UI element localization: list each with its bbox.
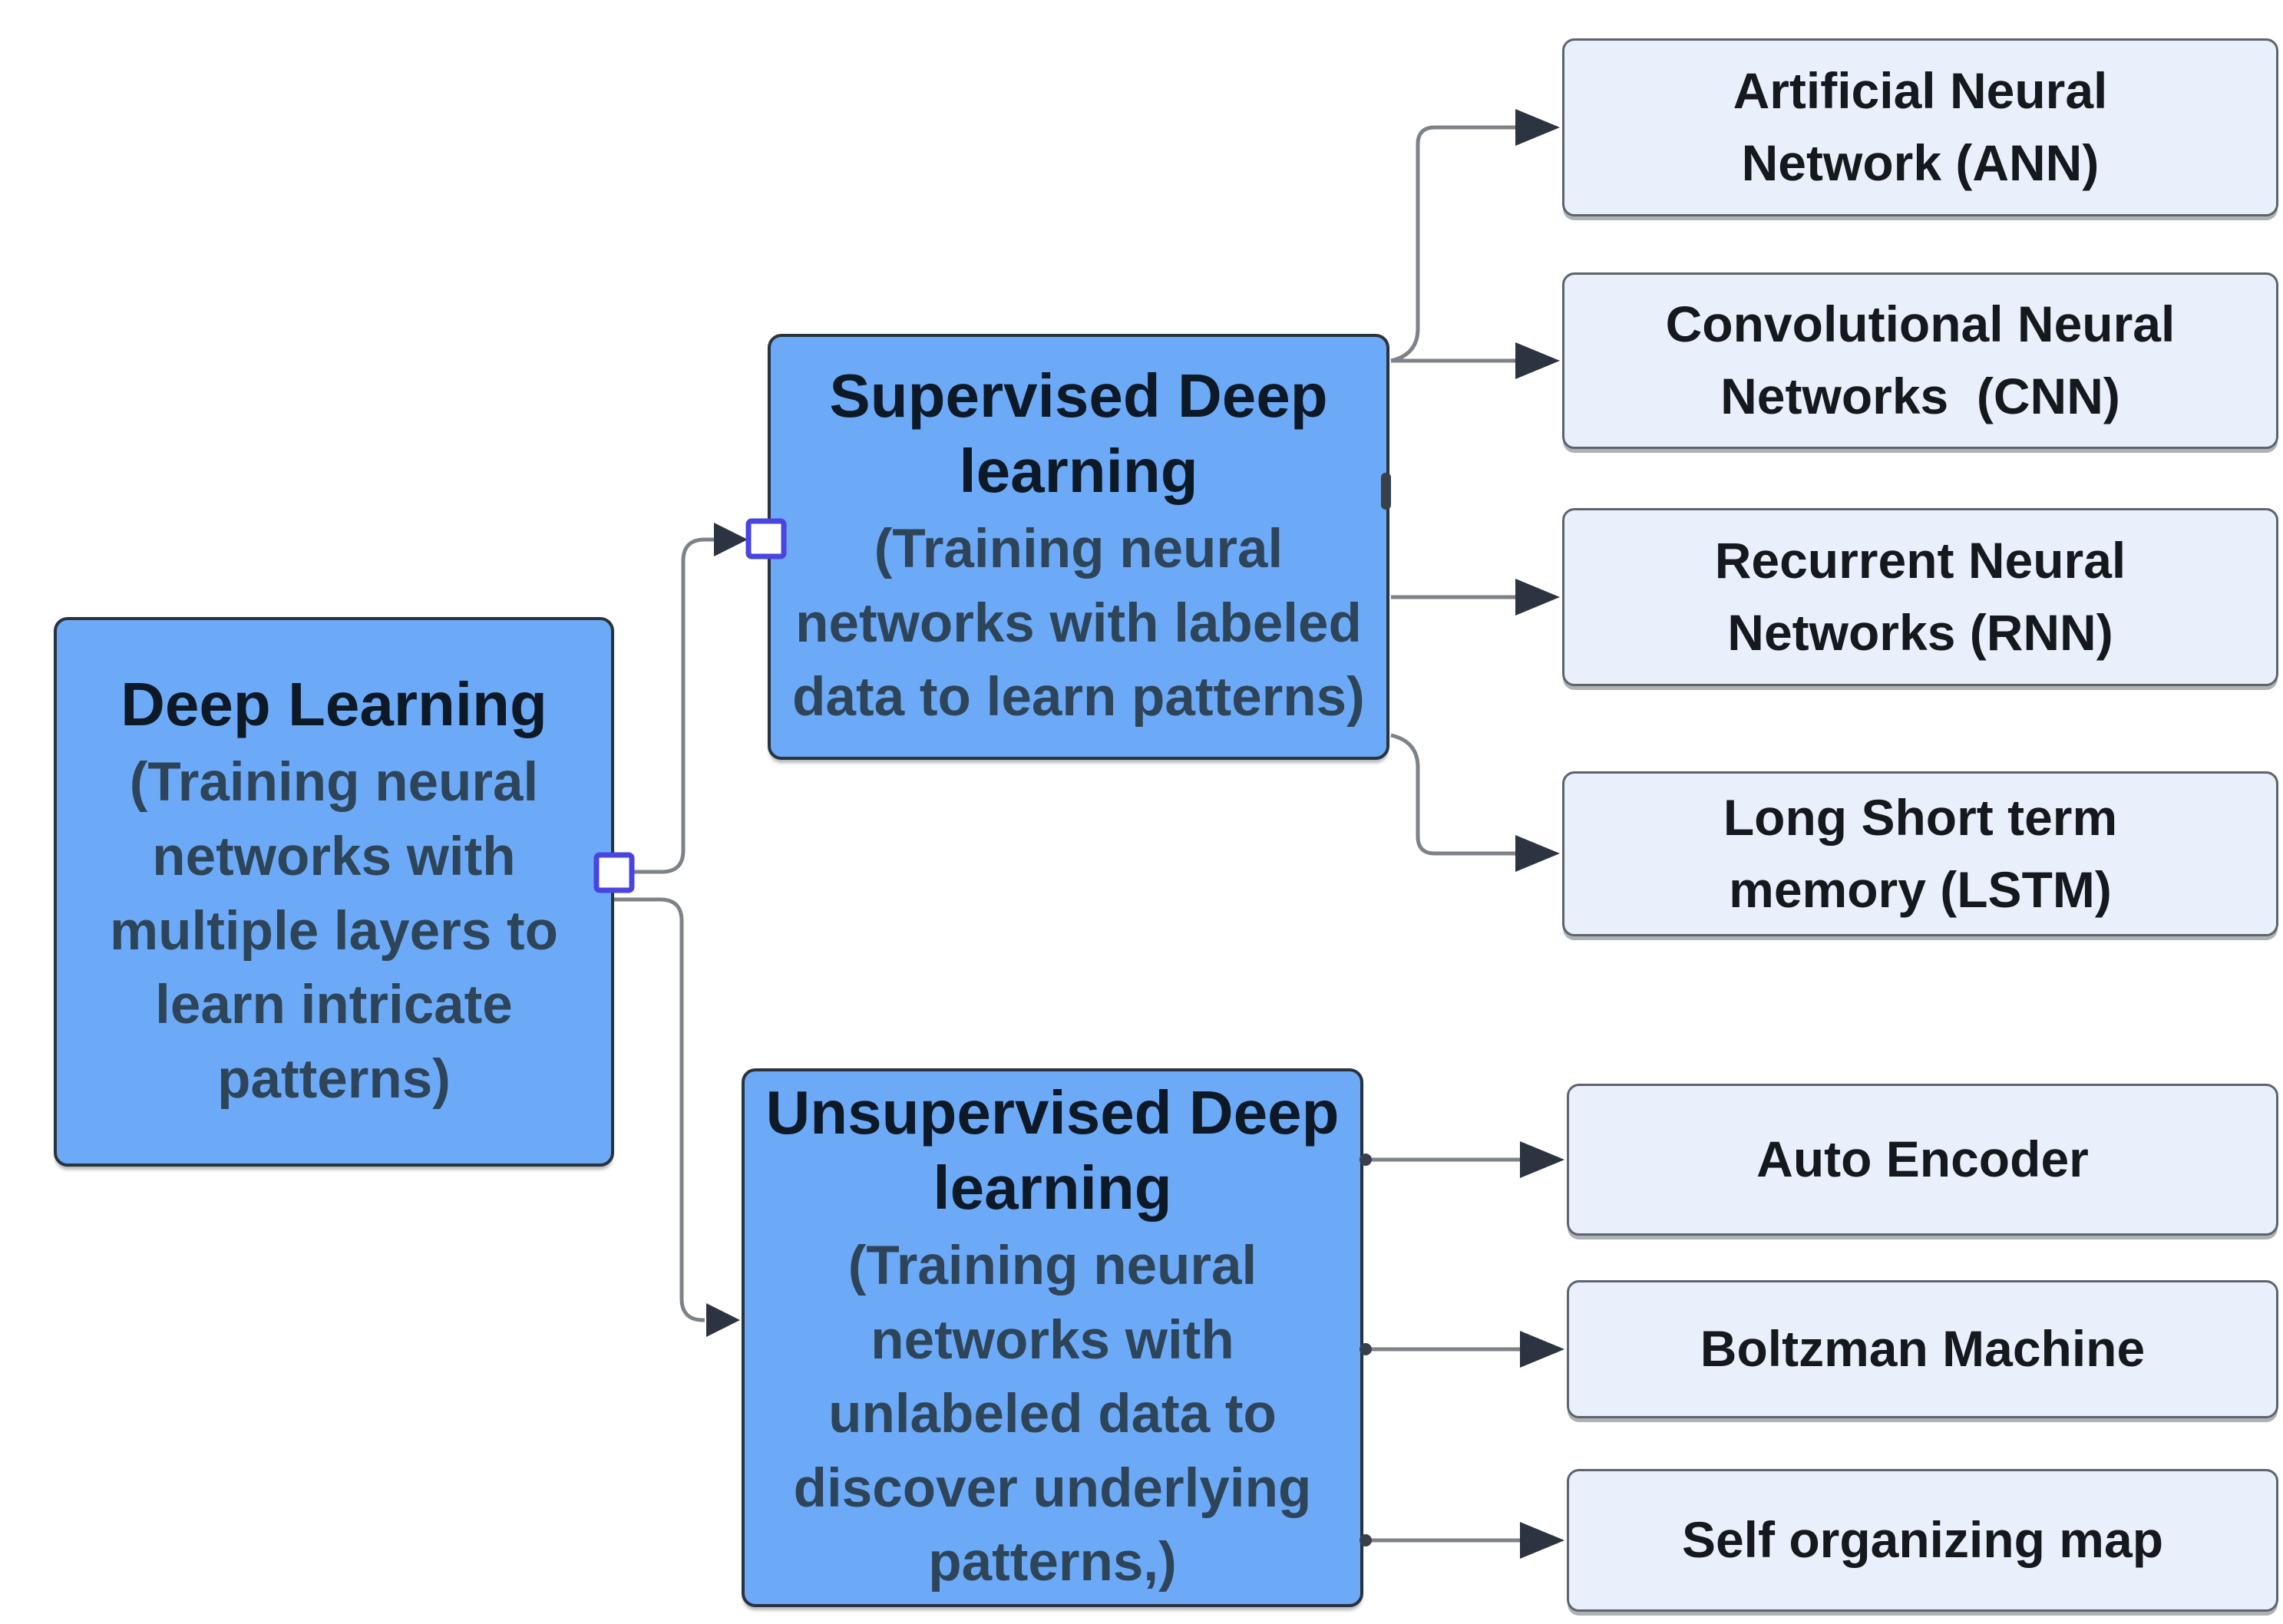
node-description: (Training neural networks with multiple … xyxy=(110,752,558,1110)
node-description: (Training neural networks with unlabeled… xyxy=(793,1236,1312,1593)
arrowhead-lstm xyxy=(1515,835,1560,872)
connector-deep-to-unsupervised[interactable] xyxy=(614,897,705,1322)
connector-supervised-to-lstm[interactable] xyxy=(1390,733,1515,856)
arrowhead-rnn xyxy=(1515,579,1560,616)
node-cnn[interactable]: Convolutional Neural Networks (CNN) xyxy=(1562,272,2278,449)
connector-supervised-to-ann[interactable] xyxy=(1390,125,1515,363)
node-title: Deep Learning xyxy=(121,669,547,738)
node-deep-learning[interactable]: Deep Learning (Training neural networks … xyxy=(54,617,614,1167)
arrowhead-supervised xyxy=(714,523,748,556)
node-label: Auto Encoder xyxy=(1756,1131,2089,1188)
node-label: Convolutional Neural Networks (CNN) xyxy=(1665,295,2176,424)
arrowhead-unsupervised xyxy=(706,1303,740,1337)
node-label: Recurrent Neural Networks (RNN) xyxy=(1714,532,2126,661)
node-ann[interactable]: Artificial Neural Network (ANN) xyxy=(1562,38,2278,216)
node-label: Boltzman Machine xyxy=(1700,1320,2146,1378)
arrowhead-auto-encoder xyxy=(1520,1141,1564,1178)
arrowhead-cnn xyxy=(1515,342,1560,379)
arrowhead-som xyxy=(1520,1522,1564,1559)
node-description: (Training neural networks with labeled d… xyxy=(792,519,1365,728)
node-title: Unsupervised Deep learning xyxy=(765,1078,1340,1222)
node-supervised-deep-learning[interactable]: Supervised Deep learning (Training neura… xyxy=(768,334,1389,760)
connector-deep-to-supervised[interactable] xyxy=(614,537,717,874)
node-rnn[interactable]: Recurrent Neural Networks (RNN) xyxy=(1562,508,2278,686)
node-label: Long Short term memory (LSTM) xyxy=(1723,788,2118,918)
arrowhead-ann xyxy=(1515,109,1560,146)
node-label: Self organizing map xyxy=(1681,1511,2164,1569)
node-boltzman-machine[interactable]: Boltzman Machine xyxy=(1567,1280,2278,1418)
node-label: Artificial Neural Network (ANN) xyxy=(1733,62,2108,191)
node-self-organizing-map[interactable]: Self organizing map xyxy=(1567,1469,2278,1612)
node-lstm[interactable]: Long Short term memory (LSTM) xyxy=(1562,771,2278,936)
node-unsupervised-deep-learning[interactable]: Unsupervised Deep learning (Training neu… xyxy=(742,1068,1363,1607)
node-title: Supervised Deep learning xyxy=(829,361,1328,505)
selection-handle-supervised-left[interactable] xyxy=(745,518,787,559)
node-auto-encoder[interactable]: Auto Encoder xyxy=(1567,1084,2278,1236)
selection-handle-deep-learning-right[interactable] xyxy=(593,852,635,893)
arrowhead-boltzman xyxy=(1520,1331,1564,1368)
